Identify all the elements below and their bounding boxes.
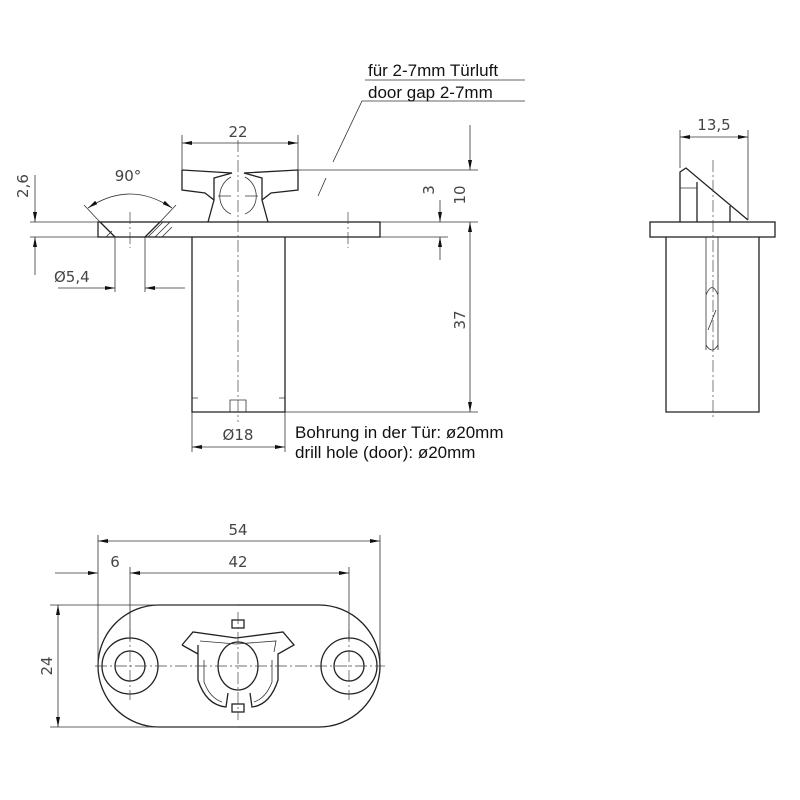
body-notch <box>192 397 285 412</box>
side-body <box>665 237 760 413</box>
clip-left <box>181 169 233 223</box>
dim-18: Ø18 <box>223 426 254 444</box>
clip-spring <box>181 631 296 708</box>
note-drill-en: drill hole (door): ø20mm <box>295 443 475 462</box>
dim-2-6: 2,6 <box>14 174 32 198</box>
side-clip <box>679 167 749 222</box>
dim-22: 22 <box>228 123 247 141</box>
note-drill-de: Bohrung in der Tür: ø20mm <box>295 423 504 442</box>
note-gap-de: für 2-7mm Türluft <box>368 61 498 80</box>
side-view: 13,5 <box>649 116 776 420</box>
dim-24: 24 <box>38 656 56 675</box>
note-leader <box>332 79 525 163</box>
dim-10: 10 <box>451 185 469 204</box>
side-flange <box>649 221 776 238</box>
dim-6: 6 <box>110 553 120 571</box>
dim-13-5: 13,5 <box>697 116 730 134</box>
dim-54: 54 <box>228 521 247 539</box>
note-gap-en: door gap 2-7mm <box>368 83 493 102</box>
clip-right <box>243 169 299 223</box>
countersink <box>99 221 161 238</box>
dim-5-4: Ø5,4 <box>54 268 90 286</box>
dim-37: 37 <box>451 310 469 329</box>
dim-42: 42 <box>228 553 247 571</box>
front-view: 22 90° 2,6 Ø5,4 3 10 37 Ø18 für 2-7mm Tü… <box>14 61 525 462</box>
dim-90deg: 90° <box>115 167 142 185</box>
top-view: 54 6 42 24 <box>38 521 385 728</box>
dim-3: 3 <box>420 185 438 195</box>
body <box>191 237 286 413</box>
flange <box>97 221 381 238</box>
